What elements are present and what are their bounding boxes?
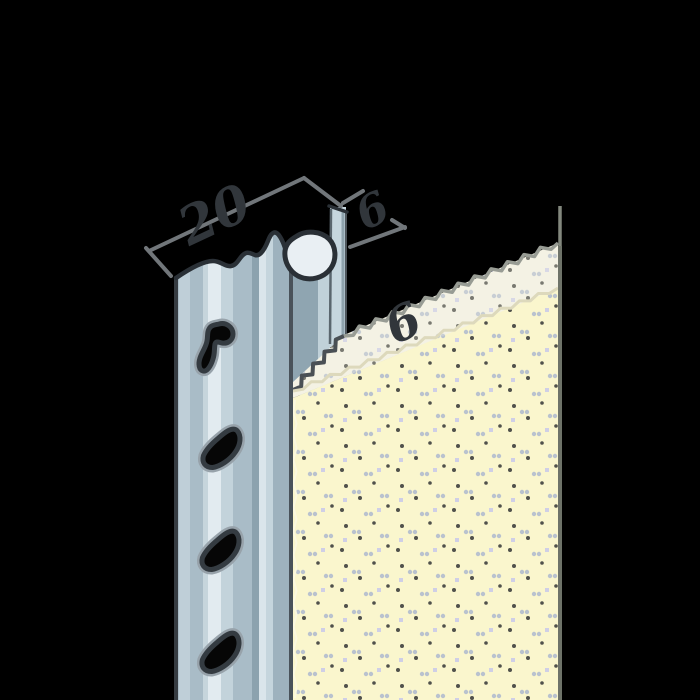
perforations — [194, 318, 243, 678]
dimension-line-20 — [147, 176, 306, 253]
dimension-line-6-start — [341, 189, 365, 205]
face-left-edge — [292, 399, 298, 699]
extension-line-left — [144, 246, 173, 278]
extension-line-6 — [348, 225, 407, 249]
extension-line-right — [302, 176, 343, 208]
broken-edge-dark — [292, 334, 345, 392]
layer-boundary — [292, 286, 559, 393]
dimension-lines — [144, 176, 407, 278]
profile-bead — [282, 229, 338, 282]
broken-edge-light — [343, 241, 560, 338]
perforation-hole — [194, 318, 239, 377]
profile-top-outline — [173, 230, 289, 281]
render-layer — [292, 241, 560, 700]
